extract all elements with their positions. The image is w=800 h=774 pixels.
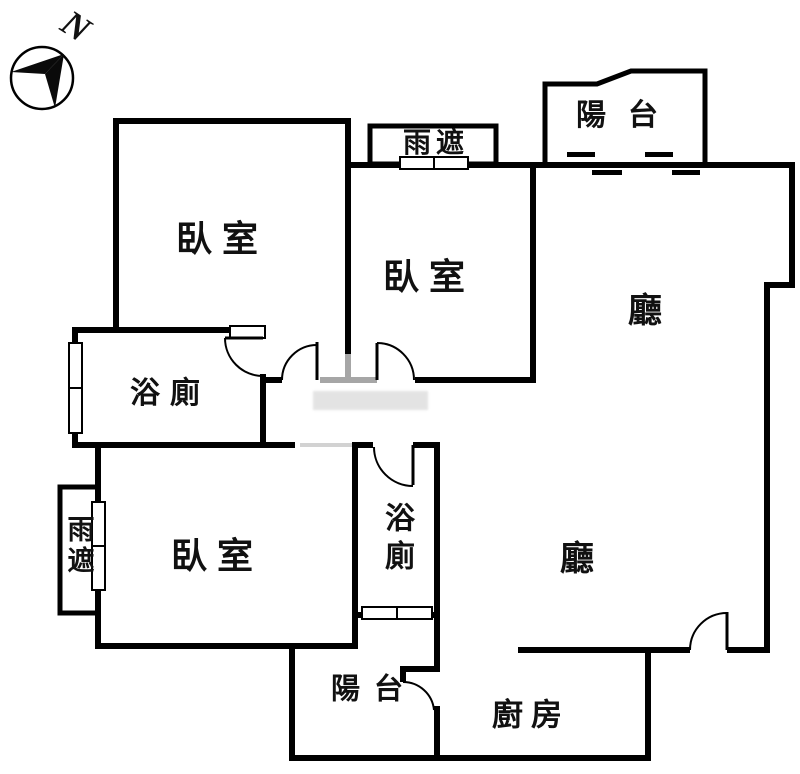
label-living-upper: 廳	[628, 293, 662, 330]
label-bathroom2: 浴廁	[380, 502, 413, 578]
label-balcony-top: 陽台	[576, 99, 680, 132]
doors	[224, 336, 729, 711]
wall-living-lower-bottom	[518, 647, 690, 653]
label-rain-shelter-left: 雨遮	[63, 515, 94, 577]
wall-living-right-inner	[764, 282, 770, 653]
wall-bathroom2-left	[352, 442, 358, 649]
label-bathroom1: 浴廁	[130, 377, 210, 410]
wall-kitchen-left-lower	[434, 706, 440, 761]
label-bedroom2: 臥室	[382, 257, 476, 297]
wall-living-right-outer	[789, 162, 795, 288]
walls	[72, 118, 795, 761]
door-bathroom2-swing	[373, 446, 414, 487]
door-bedroom1-swing	[281, 344, 318, 381]
label-living-lower: 廳	[560, 541, 594, 578]
door-kitchen-balcony-swing	[402, 680, 435, 711]
wall-entrance-east	[727, 647, 770, 653]
wall-door-jog-vertical	[400, 666, 406, 682]
wall-bathroom2-top-east	[413, 442, 440, 448]
label-bedroom3: 臥室	[170, 536, 264, 576]
wall-corridor-top-west	[260, 377, 282, 383]
wall-bathroom2-top-west	[352, 442, 373, 448]
wall-divider-faded-tail	[345, 354, 351, 380]
label-rain-shelter-top: 雨遮	[402, 128, 470, 159]
balcony-top-outline	[542, 68, 708, 165]
wall-bedroom2-right	[530, 162, 536, 383]
wall-bedroom1-right-divider	[345, 118, 351, 354]
wall-bathroom1-right	[260, 374, 266, 448]
wall-bathroom2-right	[434, 442, 440, 670]
compass-north-icon	[9, 45, 75, 111]
windows	[68, 156, 469, 620]
wall-door-jog-horizontal	[400, 666, 440, 672]
label-kitchen: 廚房	[492, 697, 570, 733]
wall-bedroom1-top	[113, 118, 351, 124]
door-bathroom1-swing	[224, 337, 264, 377]
label-balcony-bottom: 陽台	[330, 673, 418, 706]
wall-bathroom1-bottom	[72, 442, 295, 448]
wall-bedroom3-bottom	[95, 643, 358, 649]
wall-bedroom1-bottom	[75, 327, 265, 333]
wall-kitchen-right	[645, 647, 651, 761]
door-entrance-swing	[689, 612, 728, 651]
faded-walls	[300, 354, 377, 447]
wall-living-right-step	[764, 282, 795, 288]
sliding-door-marks	[567, 152, 700, 175]
window-bedroom1-bottom	[229, 325, 266, 339]
wall-balcony-bottom-left	[289, 645, 295, 761]
rain-shelter-left-outline	[57, 484, 98, 616]
wall-corridor-top-east	[415, 377, 536, 383]
wall-south-main	[289, 755, 651, 761]
wall-bedroom1-left	[113, 118, 119, 332]
wall-bedroom3-door-faded	[300, 443, 352, 447]
label-bedroom1: 臥室	[175, 219, 269, 259]
watermark-smudge	[313, 391, 428, 410]
wall-north-main	[345, 162, 795, 168]
door-bedroom2-swing	[376, 342, 415, 381]
